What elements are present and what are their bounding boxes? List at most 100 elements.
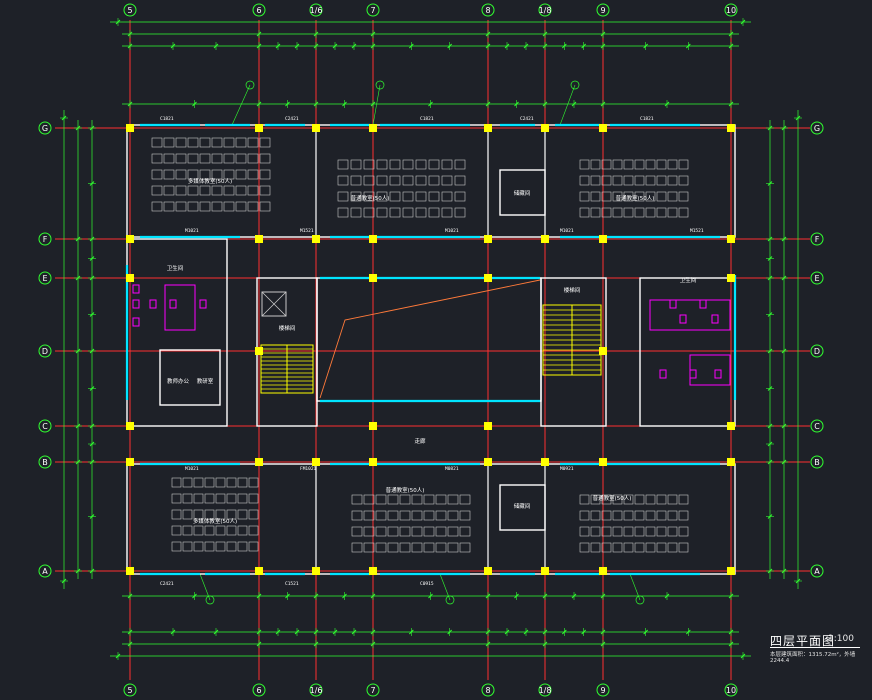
desk <box>447 542 459 553</box>
desk <box>237 509 248 520</box>
structural-column <box>312 458 320 466</box>
desk <box>435 510 447 521</box>
desk <box>363 159 375 170</box>
desk <box>579 526 590 537</box>
toilet-partition <box>689 354 731 386</box>
structural-column <box>599 235 607 243</box>
structural-column <box>541 567 549 575</box>
desk <box>678 526 689 537</box>
door-tag: M1021 <box>185 228 199 234</box>
bubble-row-right-label: E <box>814 274 819 283</box>
desk <box>363 510 375 521</box>
desk <box>193 493 204 504</box>
leader-line <box>559 84 576 126</box>
desk <box>612 510 623 521</box>
bubble-col-top-label: 10 <box>726 6 736 15</box>
structural-column <box>312 124 320 132</box>
desk <box>193 509 204 520</box>
window-tag: C1521 <box>285 581 299 587</box>
bubble-row-left-circle <box>38 455 52 469</box>
desk <box>259 201 271 212</box>
detail-bubble <box>635 595 645 605</box>
desk <box>235 153 247 164</box>
desk <box>226 477 237 488</box>
desk <box>247 153 259 164</box>
desk <box>247 137 259 148</box>
room-label-upper-mid: 普通教室(50人) <box>351 194 390 202</box>
desk <box>678 191 689 202</box>
toilet-fixture <box>659 369 667 379</box>
structural-column <box>312 567 320 575</box>
structural-column <box>126 422 134 430</box>
desk <box>226 525 237 536</box>
desk <box>235 185 247 196</box>
desk <box>375 526 387 537</box>
bubble-col-bottom-circle <box>366 683 380 697</box>
structural-column <box>599 458 607 466</box>
bubble-row-right-label: B <box>814 458 820 467</box>
desk <box>163 169 175 180</box>
desk <box>667 526 678 537</box>
desk <box>387 510 399 521</box>
bubble-col-bottom-circle <box>596 683 610 697</box>
desk <box>247 169 259 180</box>
desk <box>171 509 182 520</box>
desk <box>601 175 612 186</box>
desk <box>237 493 248 504</box>
desk <box>645 494 656 505</box>
structural-column <box>126 274 134 282</box>
desk <box>187 153 199 164</box>
bubble-row-left-label: A <box>42 567 48 576</box>
desk <box>645 542 656 553</box>
desk <box>199 185 211 196</box>
room-label-lower-mid: 普通教室(50人) <box>386 486 425 494</box>
bubble-col-bottom-label: 8 <box>485 686 490 695</box>
desk <box>171 477 182 488</box>
toilet-fixture <box>199 299 207 309</box>
desk <box>387 542 399 553</box>
desk <box>211 169 223 180</box>
desk <box>601 207 612 218</box>
structural-column <box>312 235 320 243</box>
desk <box>590 175 601 186</box>
room-label-storage-lower: 储藏间 <box>514 502 531 510</box>
bubble-halfcol-top-circle <box>538 3 552 17</box>
desk <box>590 510 601 521</box>
bubble-col-top-label: 7 <box>370 6 375 15</box>
desk <box>656 542 667 553</box>
desk <box>428 191 440 202</box>
bubble-col-top-circle <box>252 3 266 17</box>
desk <box>678 207 689 218</box>
desk <box>193 525 204 536</box>
desk <box>415 159 427 170</box>
desk <box>351 494 363 505</box>
desk <box>667 191 678 202</box>
desk <box>601 542 612 553</box>
structural-column <box>484 124 492 132</box>
desk <box>428 207 440 218</box>
desk <box>204 525 215 536</box>
desk <box>350 191 362 202</box>
toilet-partition <box>649 299 731 331</box>
desk <box>454 159 466 170</box>
desk <box>441 191 453 202</box>
room-label-upper-left: 多媒体教室(50人) <box>188 177 232 185</box>
desk <box>678 510 689 521</box>
desk <box>634 494 645 505</box>
desk <box>678 175 689 186</box>
desk <box>645 175 656 186</box>
desk <box>237 541 248 552</box>
desk <box>204 493 215 504</box>
desk <box>447 526 459 537</box>
desk <box>163 137 175 148</box>
desk <box>459 494 471 505</box>
structural-column <box>369 235 377 243</box>
desk <box>579 542 590 553</box>
room-labels: 多媒体教室(50人)普通教室(50人)普通教室(50人)多媒体教室(50人)普通… <box>160 116 704 587</box>
desk <box>182 509 193 520</box>
desk <box>223 169 235 180</box>
desk <box>389 207 401 218</box>
desk <box>435 494 447 505</box>
desk <box>645 526 656 537</box>
